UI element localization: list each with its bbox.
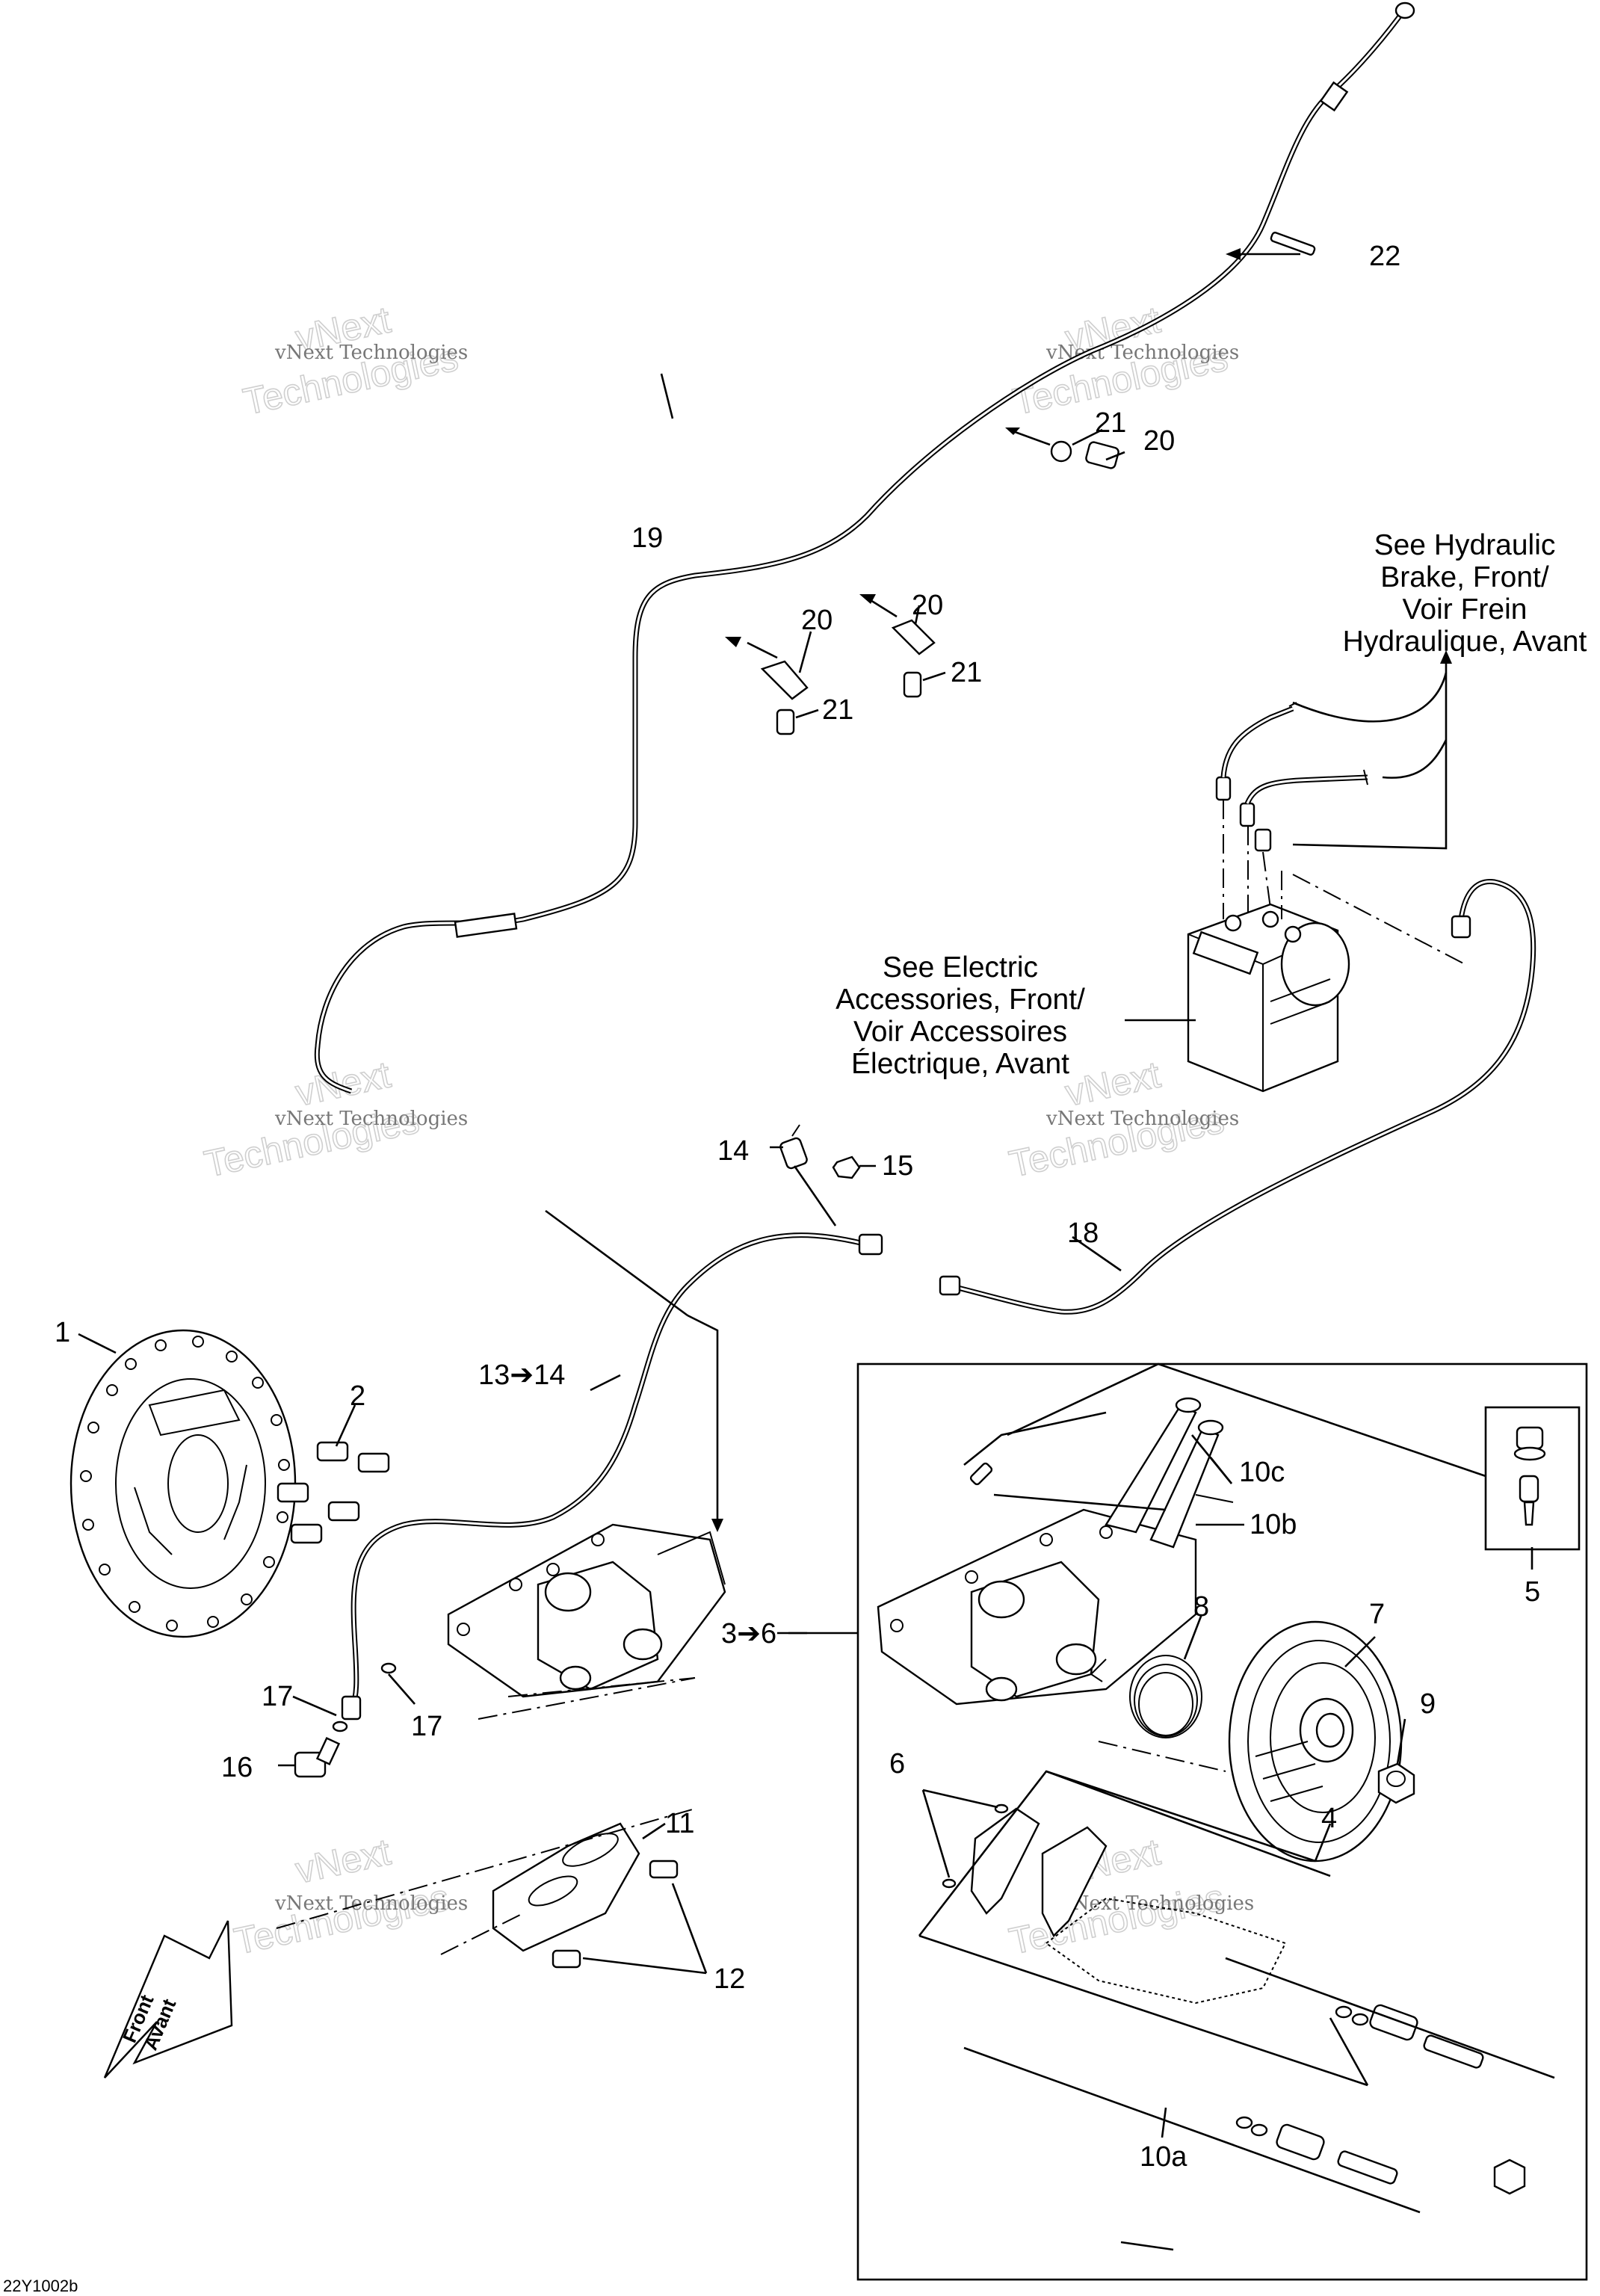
bolts-12 (552, 1860, 679, 1969)
note-hydraulic-brake: See Hydraulic Brake, Front/ Voir Frein H… (1343, 529, 1587, 658)
watermark-5: Technologies vNext vNext Technologies (230, 1830, 468, 1963)
front-direction-badge: Front Avant (103, 1920, 233, 2079)
hose-fitting-upper (1319, 81, 1349, 112)
watermark-1: Technologies vNext vNext Technologies (239, 298, 468, 424)
svg-text:Technologies: Technologies (231, 1876, 453, 1962)
callout-9: 9 (1420, 1688, 1436, 1720)
caliper-assembly (447, 1209, 726, 1720)
callout-3-6: 3➔6 (721, 1618, 776, 1650)
banjo-bolt-16 (294, 1737, 341, 1778)
callout-17b: 17 (411, 1711, 442, 1742)
svg-text:See Hydraulic: See Hydraulic (1374, 529, 1556, 561)
abs-module (1187, 702, 1368, 1093)
callout-12: 12 (714, 1963, 745, 1995)
inset-caliper (877, 1397, 1234, 1706)
brake-disc (70, 1329, 297, 1638)
svg-text:Voir Accessoires: Voir Accessoires (853, 1016, 1067, 1048)
callout-20c: 20 (912, 590, 943, 621)
arrow-left-icon (1226, 248, 1241, 260)
callout-13-14: 13➔14 (478, 1360, 565, 1391)
callout-20a: 20 (1143, 425, 1175, 457)
fitting-14 (779, 1124, 808, 1170)
callout-17a: 17 (262, 1681, 293, 1712)
washer-17b (380, 1662, 397, 1674)
leader-14-15 (793, 1165, 837, 1226)
callout-1: 1 (55, 1317, 70, 1348)
svg-text:See Electric: See Electric (883, 951, 1038, 984)
caliper-bracket-11 (276, 1808, 696, 1955)
svg-text:Accessories, Front/: Accessories, Front/ (835, 984, 1085, 1016)
callout-15: 15 (882, 1150, 913, 1182)
callout-4: 4 (1321, 1803, 1337, 1834)
svg-text:vNext: vNext (292, 1830, 395, 1891)
callout-7: 7 (1369, 1599, 1385, 1630)
brake-line-18 (939, 878, 1536, 1315)
disc-holes (80, 1336, 290, 1632)
svg-text:vNext: vNext (1062, 1053, 1164, 1114)
line-fitting-abs (1451, 915, 1471, 939)
valve-5-box (1007, 1363, 1581, 1551)
callout-20b: 20 (801, 605, 833, 636)
callout-leaders (78, 373, 1533, 2138)
callout-22: 22 (1369, 241, 1400, 272)
svg-text:vNext: vNext (292, 1053, 395, 1114)
detail-inset-frame (856, 1363, 1588, 2281)
svg-text:Technologies: Technologies (1006, 1876, 1228, 1962)
svg-text:vNext Technologies: vNext Technologies (1045, 1108, 1239, 1130)
callout-21a: 21 (1095, 407, 1126, 439)
line-fitting-18 (939, 1275, 961, 1296)
screw-22 (1226, 232, 1316, 260)
svg-text:Voir Frein: Voir Frein (1403, 593, 1528, 626)
callout-19: 19 (631, 522, 663, 554)
svg-text:Hydraulique, Avant: Hydraulique, Avant (1343, 626, 1587, 658)
svg-text:vNext Technologies: vNext Technologies (274, 1108, 468, 1130)
brake-line-13-14 (341, 1232, 883, 1721)
brake-line-19 (314, 1, 1415, 1094)
callout-18: 18 (1067, 1218, 1099, 1249)
callout-11: 11 (665, 1808, 694, 1839)
bleed-pin-detail (963, 1411, 1167, 1511)
callout-6: 6 (889, 1748, 905, 1780)
callout-8: 8 (1193, 1591, 1209, 1623)
washer-17a (332, 1721, 348, 1732)
pins-10a (963, 1957, 1555, 2251)
brake-pads-6 (921, 1789, 1108, 1938)
drawing-code: 22Y1002b (3, 2277, 78, 2295)
svg-text:vNext Technologies: vNext Technologies (1060, 1892, 1254, 1915)
svg-text:vNext Technologies: vNext Technologies (274, 342, 468, 364)
watermark-3: Technologies vNext vNext Technologies (200, 1053, 468, 1186)
svg-text:vNext Technologies: vNext Technologies (274, 1892, 468, 1915)
watermark-2: Technologies vNext vNext Technologies (1009, 298, 1239, 424)
spring-8 (1090, 1655, 1226, 1772)
arrow-down-icon (711, 1519, 723, 1532)
callout-labels: 1 2 3➔6 13➔14 14 15 16 17 17 18 19 20 20… (55, 241, 1540, 2173)
arrows-20-21 (725, 428, 1051, 659)
dust-cover-7 (1228, 1620, 1403, 1863)
clamp-20-right (891, 619, 936, 698)
nut-15 (832, 1155, 861, 1179)
clamp-20-middle (760, 660, 809, 735)
callout-10c: 10c (1239, 1457, 1285, 1488)
arrow-up-icon (1440, 650, 1452, 664)
clamp-20-upper (1050, 440, 1119, 469)
callout-10a: 10a (1140, 2141, 1187, 2173)
callout-21b: 21 (822, 694, 853, 726)
note-electric-accessories: See Electric Accessories, Front/ Voir Ac… (835, 951, 1085, 1080)
hose-fitting-top (1394, 1, 1415, 19)
hose-fitting-middle (454, 913, 518, 938)
svg-text:Électrique, Avant: Électrique, Avant (851, 1048, 1069, 1080)
svg-text:Brake, Front/: Brake, Front/ (1380, 561, 1549, 593)
callout-5: 5 (1525, 1576, 1540, 1608)
callout-21c: 21 (951, 657, 982, 688)
callout-10b: 10b (1250, 1509, 1297, 1540)
callout-14: 14 (717, 1135, 749, 1167)
banjo-fitting (341, 1695, 362, 1721)
callout-16: 16 (221, 1752, 253, 1783)
hydraulic-reference-leaders (1292, 650, 1465, 965)
callout-2: 2 (350, 1380, 365, 1412)
hose-fitting-14 (858, 1233, 883, 1256)
disc-bolts (277, 1441, 390, 1544)
caliper-body-4 (918, 1770, 1369, 2087)
